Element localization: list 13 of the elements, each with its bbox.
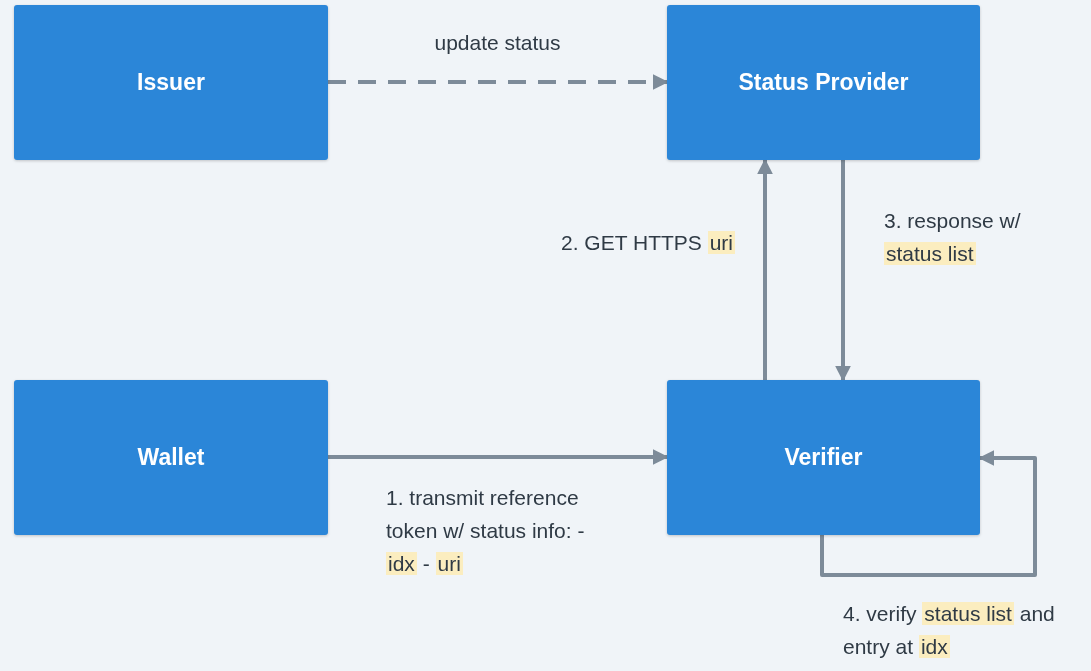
arrow	[328, 449, 669, 465]
process-box	[667, 5, 980, 160]
arrow	[820, 450, 1037, 577]
arrow	[328, 74, 669, 90]
node-label: Verifier	[784, 444, 863, 471]
node-label: Wallet	[137, 444, 205, 471]
node-label: Status Provider	[738, 69, 909, 96]
arrow	[757, 158, 773, 380]
process-box	[14, 5, 328, 160]
process-box	[14, 380, 328, 535]
arrow	[835, 160, 851, 382]
process-box	[667, 380, 980, 535]
node-label: Issuer	[137, 69, 205, 96]
